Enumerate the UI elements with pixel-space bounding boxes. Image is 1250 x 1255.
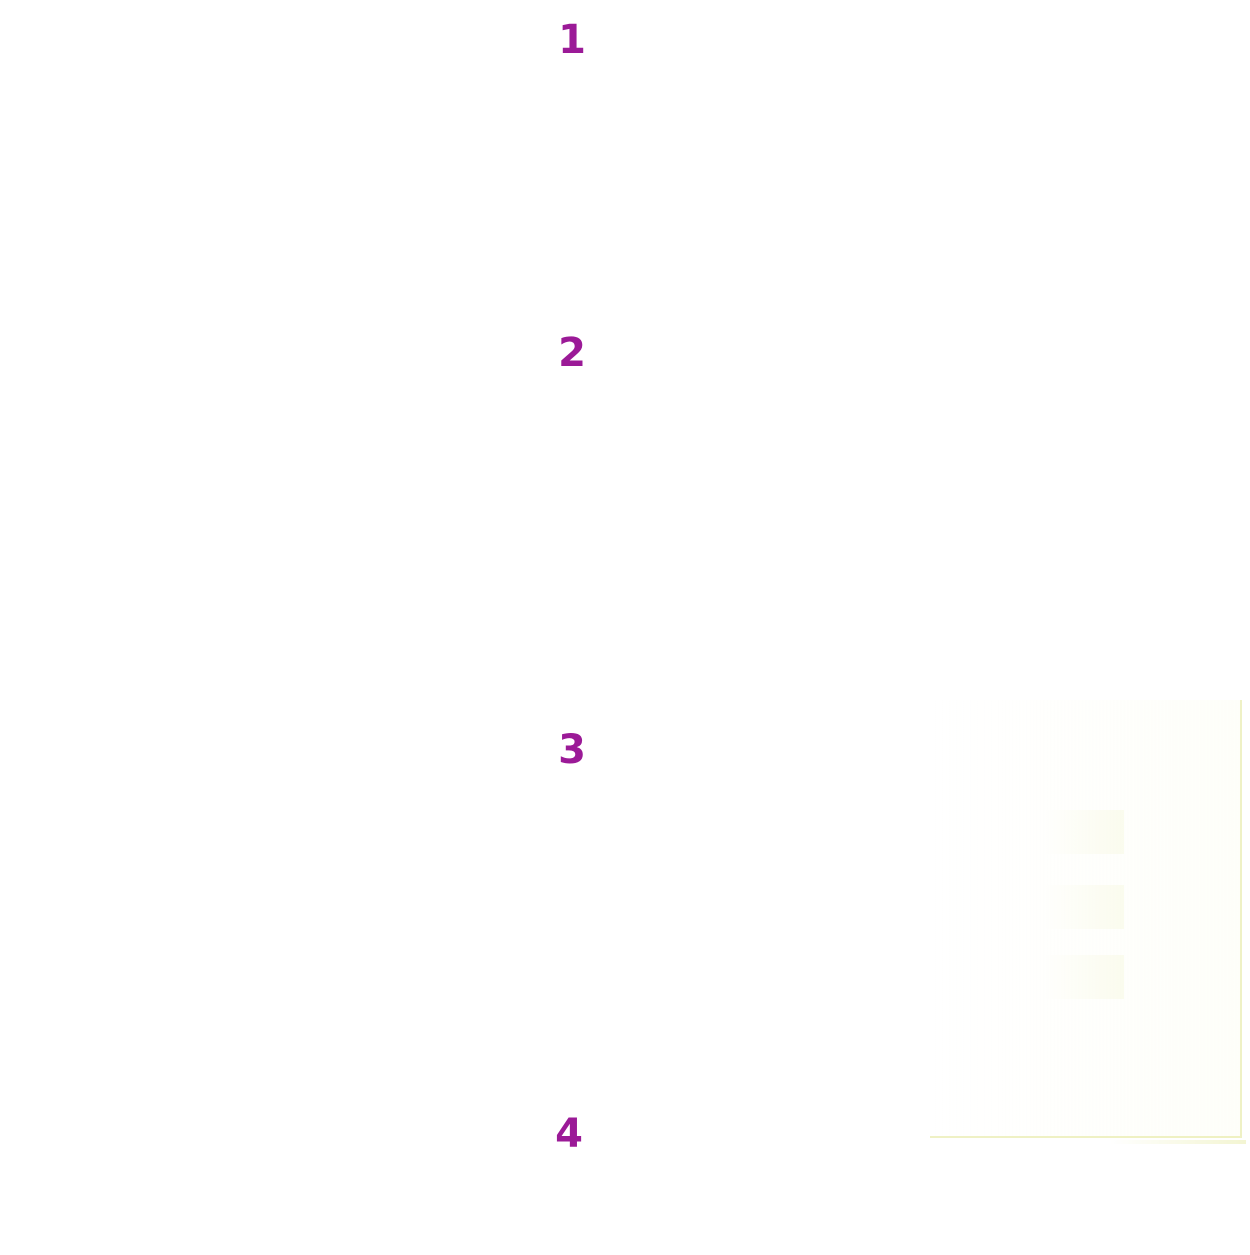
step-number-1: 1: [558, 17, 586, 63]
step-number-4: 4: [555, 1111, 583, 1157]
faded-text-line: [1044, 955, 1124, 999]
step-number-2: 2: [558, 330, 586, 376]
faded-text-line: [1044, 810, 1124, 854]
faded-text-line: [1044, 885, 1124, 929]
step-number-3: 3: [558, 727, 586, 773]
faded-panel: [930, 700, 1246, 1144]
